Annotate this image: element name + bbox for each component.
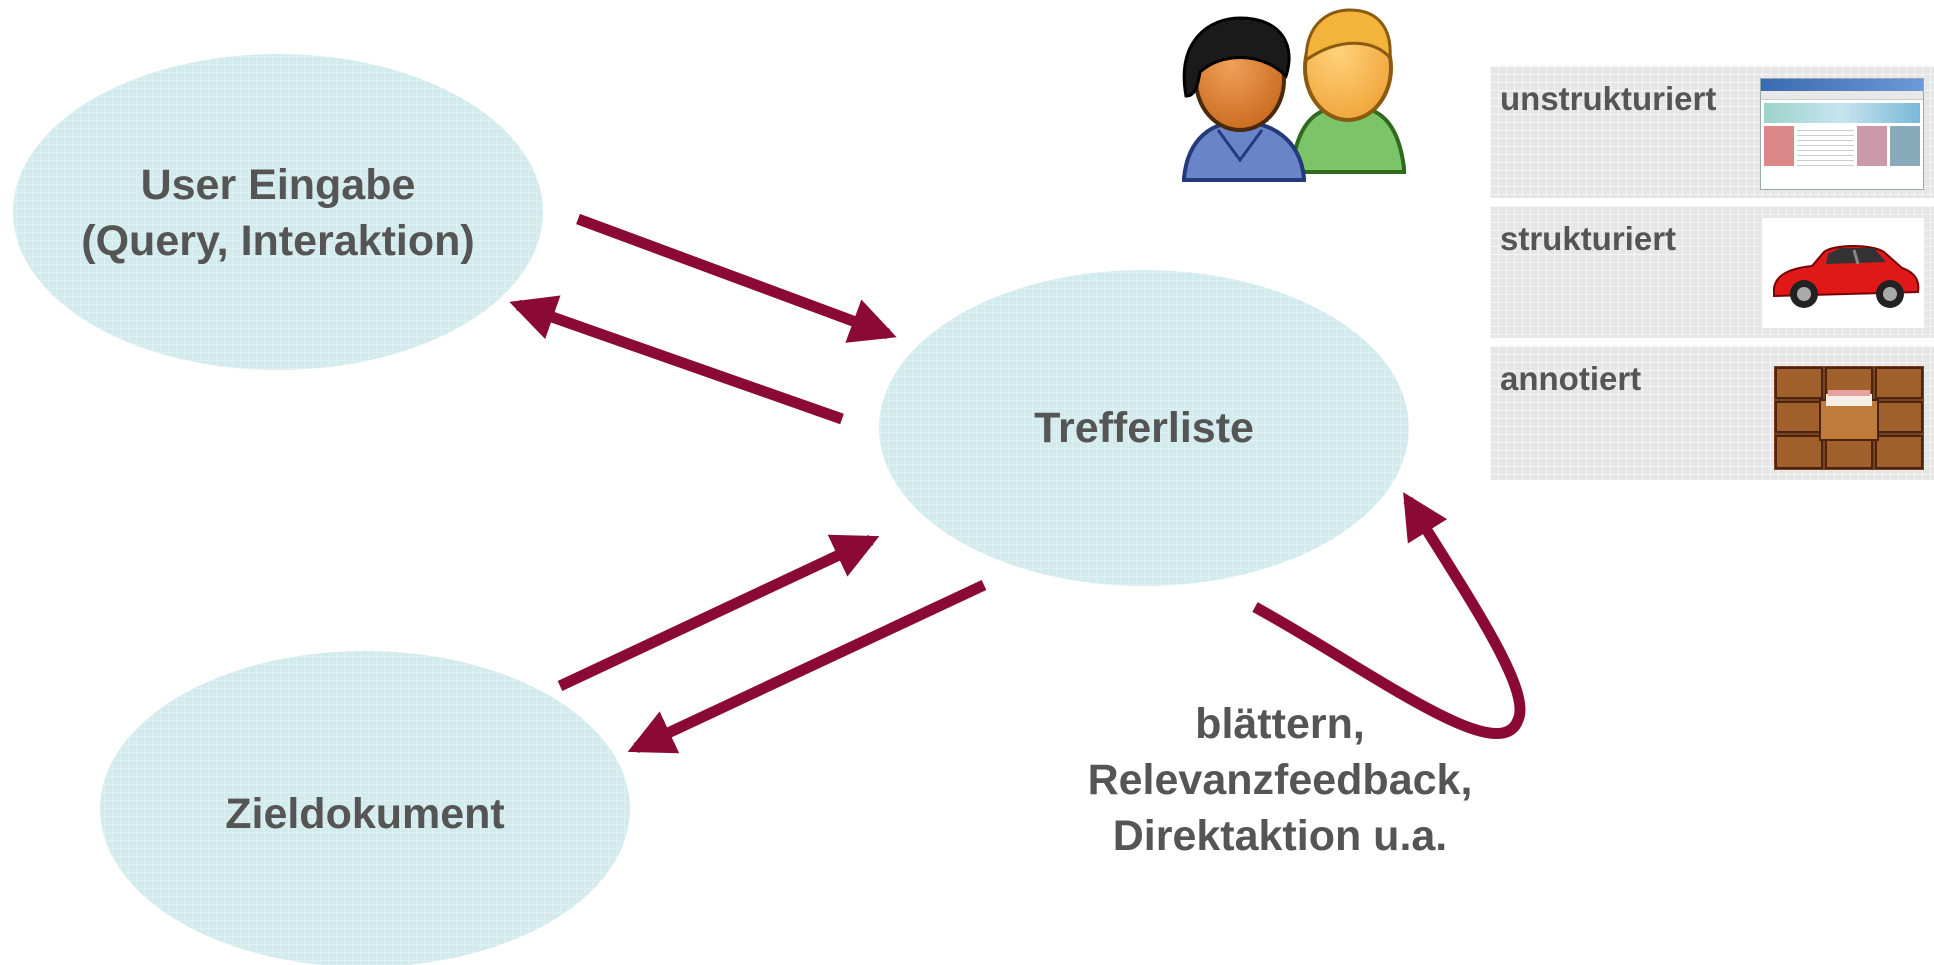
user-input-label: User Eingabe (Query, Interaktion) [81,161,475,265]
arrow-results-to-document [627,580,987,754]
arrow-query-to-results [576,213,897,343]
category-label: annotiert [1500,360,1642,397]
card-catalog-thumbnail [1774,366,1924,470]
target-document-label: Zieldokument [225,790,505,838]
category-label: strukturiert [1500,220,1677,257]
target-document-node [100,651,630,965]
users-icon [1182,8,1406,182]
arrow-feedback-loop [1252,492,1526,739]
webpage-thumbnail [1760,78,1924,190]
arrow-results-to-query [509,295,844,425]
arrow-document-to-results [557,534,880,691]
category-panel-structured: strukturiert [1490,206,1934,338]
category-label: unstrukturiert [1500,80,1717,117]
feedback-loop-label: blättern, Relevanzfeedback, Direktaktion… [1087,700,1473,860]
user-input-node [13,54,543,370]
result-list-label: Trefferliste [1034,404,1254,452]
car-thumbnail [1762,218,1924,328]
category-panel-unstructured: unstrukturiert [1490,66,1934,198]
result-list-node [879,270,1409,586]
category-panel-annotated: annotiert [1490,346,1934,480]
